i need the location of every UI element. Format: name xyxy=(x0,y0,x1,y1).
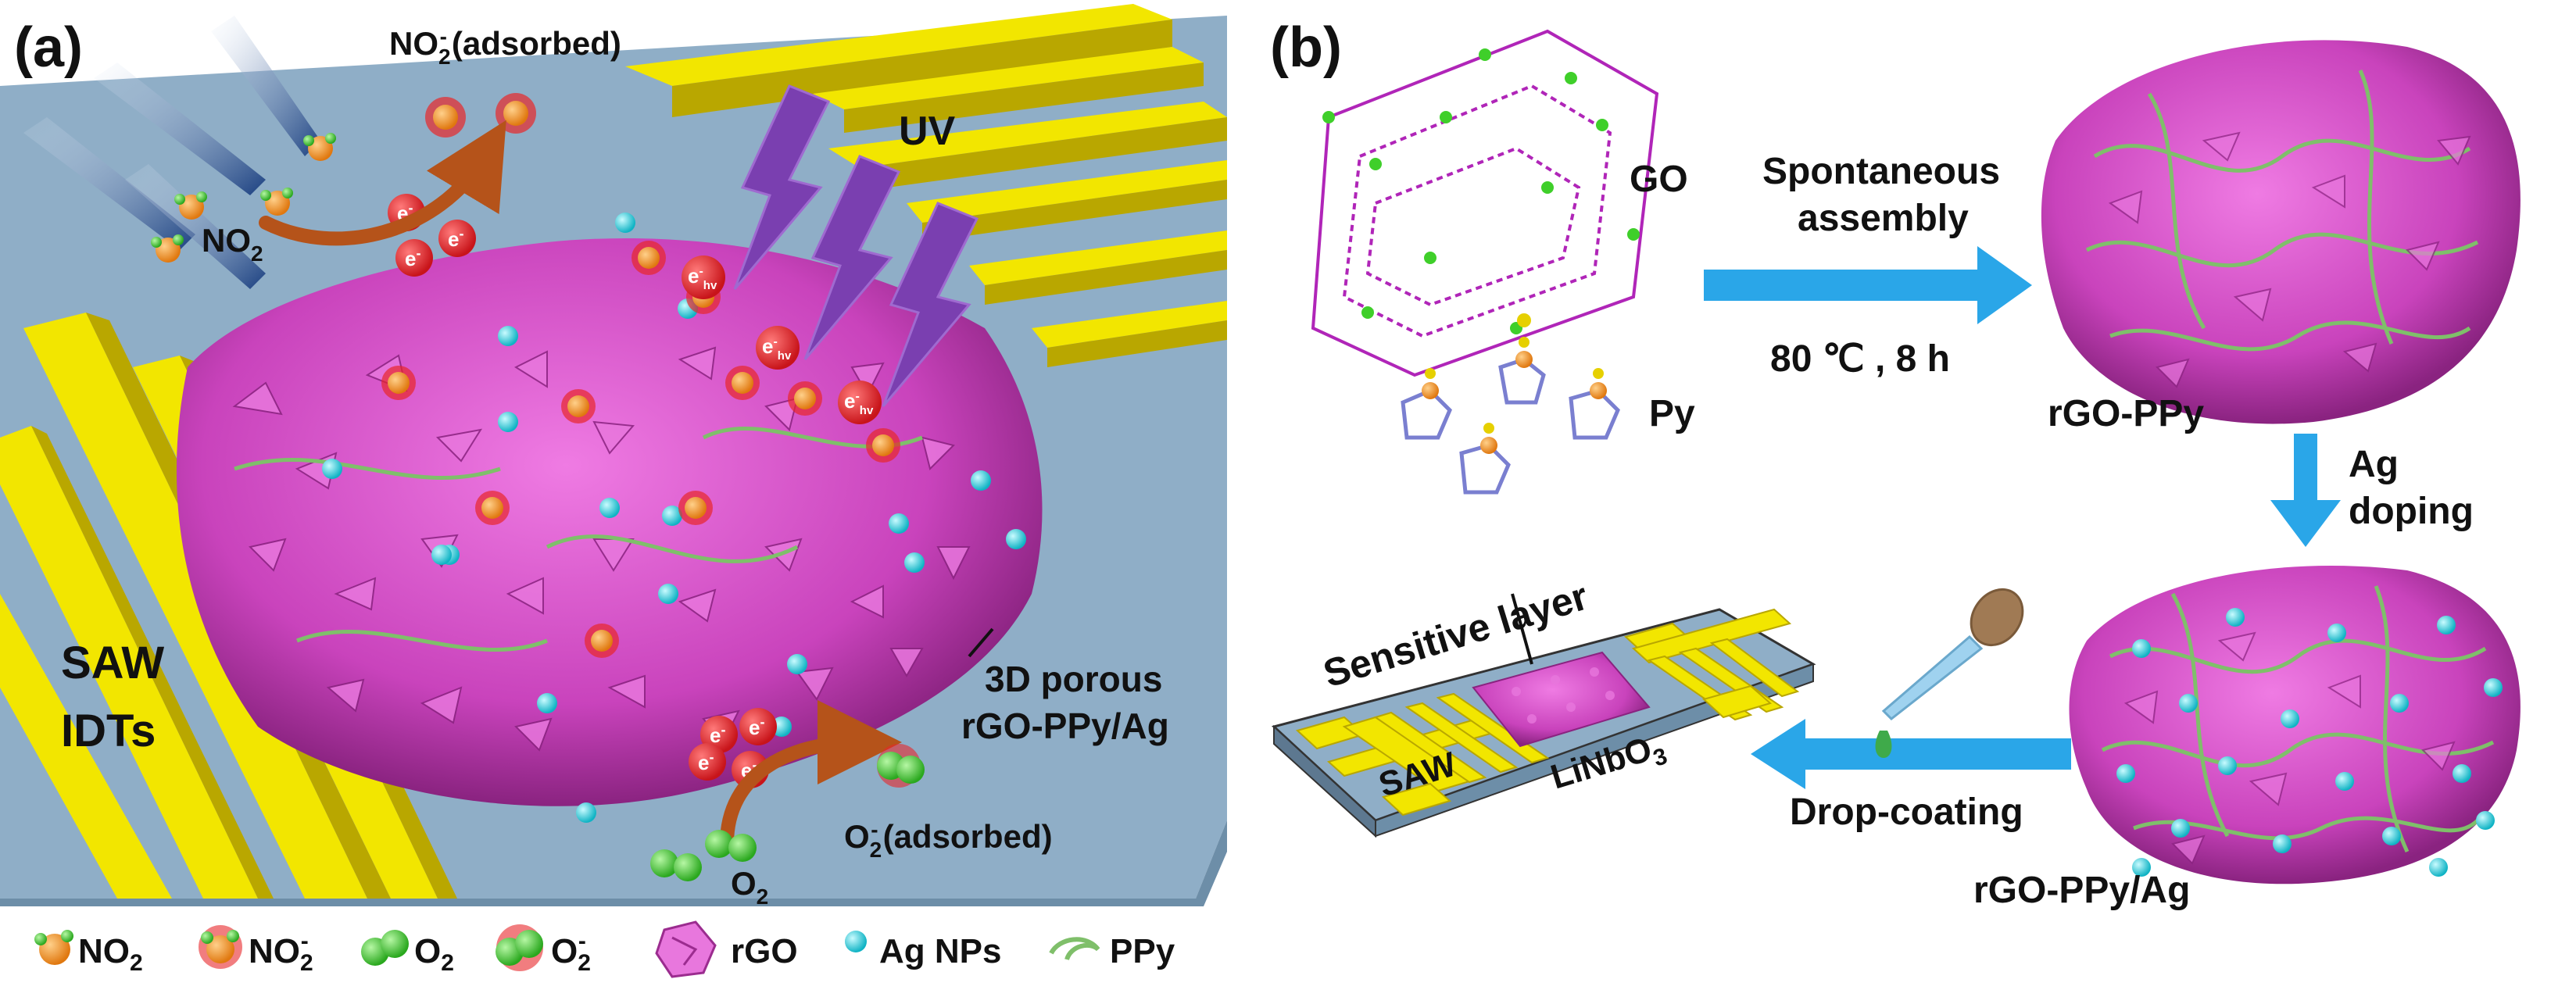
panel-a: e- e- e- e- e- e- e- e-hv e-hv e-hv UV xyxy=(0,4,1227,909)
arrow-assembly xyxy=(1704,246,2032,324)
uv-label: UV xyxy=(899,109,956,154)
step3-label: Drop-coating xyxy=(1790,792,2023,833)
uv-light-icon xyxy=(733,84,979,407)
svg-text:O2-: O2- xyxy=(551,928,591,976)
rgo-ppy-ag-label: rGO-PPy/Ag xyxy=(1973,870,2190,911)
legend-item-no2: NO2 xyxy=(34,930,143,976)
saw-device xyxy=(1271,593,1816,838)
legend-item-ppy: PPy xyxy=(1049,932,1175,970)
ag-nps-panel-a xyxy=(322,213,1026,823)
svg-text:O2: O2 xyxy=(414,932,454,976)
legend-item-rgo: rGO xyxy=(655,920,798,978)
legend-item-ag-nps: Ag NPs xyxy=(845,931,1001,970)
saw-label: SAW xyxy=(61,638,164,688)
sensitive-layer-pointer xyxy=(1511,593,1533,665)
panel-b: (b) GO Py Spo xyxy=(1270,16,2521,911)
legend-item-no2-minus: NO2- xyxy=(199,925,313,976)
svg-text:NO2-: NO2- xyxy=(249,928,313,976)
panel-b-tag: (b) xyxy=(1270,16,1342,79)
go-functional-groups xyxy=(1322,48,1640,334)
photo-electrons: e-hv e-hv e-hv xyxy=(682,256,882,424)
go-sheet xyxy=(1311,29,1659,377)
svg-text:NO2: NO2 xyxy=(78,932,143,976)
dropper-icon xyxy=(1875,588,2024,758)
legend-item-o2-minus: O2- xyxy=(496,924,591,976)
pyrrole-n-atoms xyxy=(1422,313,1607,454)
no2-label: NO2 xyxy=(202,222,263,266)
legend-item-o2: O2 xyxy=(361,930,454,976)
o2-molecules xyxy=(650,744,925,881)
idts-label: IDTs xyxy=(61,706,156,756)
porous-film-label-1: 3D porous xyxy=(985,659,1162,699)
no2-adsorbed-label: NO2-(adsorbed) xyxy=(389,24,621,69)
legend: NO2 NO2- O2 O2- rGO Ag NPs PPy xyxy=(34,920,1175,978)
arrow-ag-doping xyxy=(2270,434,2341,547)
o2-adsorbed-label: O2-(adsorbed) xyxy=(844,817,1053,862)
step1-label-b: assembly xyxy=(1798,198,1969,239)
porous-film-label-2: rGO-PPy/Ag xyxy=(961,706,1169,746)
svg-text:rGO: rGO xyxy=(731,932,798,970)
pyrrole-molecules xyxy=(1401,357,1620,495)
panel-a-tag: (a) xyxy=(14,16,83,79)
ag-nps-panel-b xyxy=(2116,608,2503,877)
step2-label-b: doping xyxy=(2349,491,2474,532)
step1-label-a: Spontaneous xyxy=(1762,151,2000,192)
electrons xyxy=(388,194,777,788)
go-label: GO xyxy=(1630,159,1688,200)
step1-condition: 80 ℃ , 8 h xyxy=(1770,338,1950,380)
step2-label-a: Ag xyxy=(2349,444,2399,485)
arrow-drop-coating xyxy=(1751,719,2071,789)
reaction-arrows xyxy=(259,120,902,851)
py-label: Py xyxy=(1649,393,1695,434)
o2-label: O2 xyxy=(731,865,768,909)
rgo-ppy-label: rGO-PPy xyxy=(2048,393,2204,434)
adsorbed-no2-molecules xyxy=(381,241,900,658)
svg-text:Ag NPs: Ag NPs xyxy=(879,932,1001,970)
svg-text:PPy: PPy xyxy=(1110,932,1175,970)
gas-flow-beams xyxy=(23,16,320,289)
film-pointer-line xyxy=(968,627,994,658)
rgo-ppy-block xyxy=(2041,40,2521,424)
free-no2-molecules xyxy=(151,133,336,263)
saw-idt-right xyxy=(625,4,1227,367)
